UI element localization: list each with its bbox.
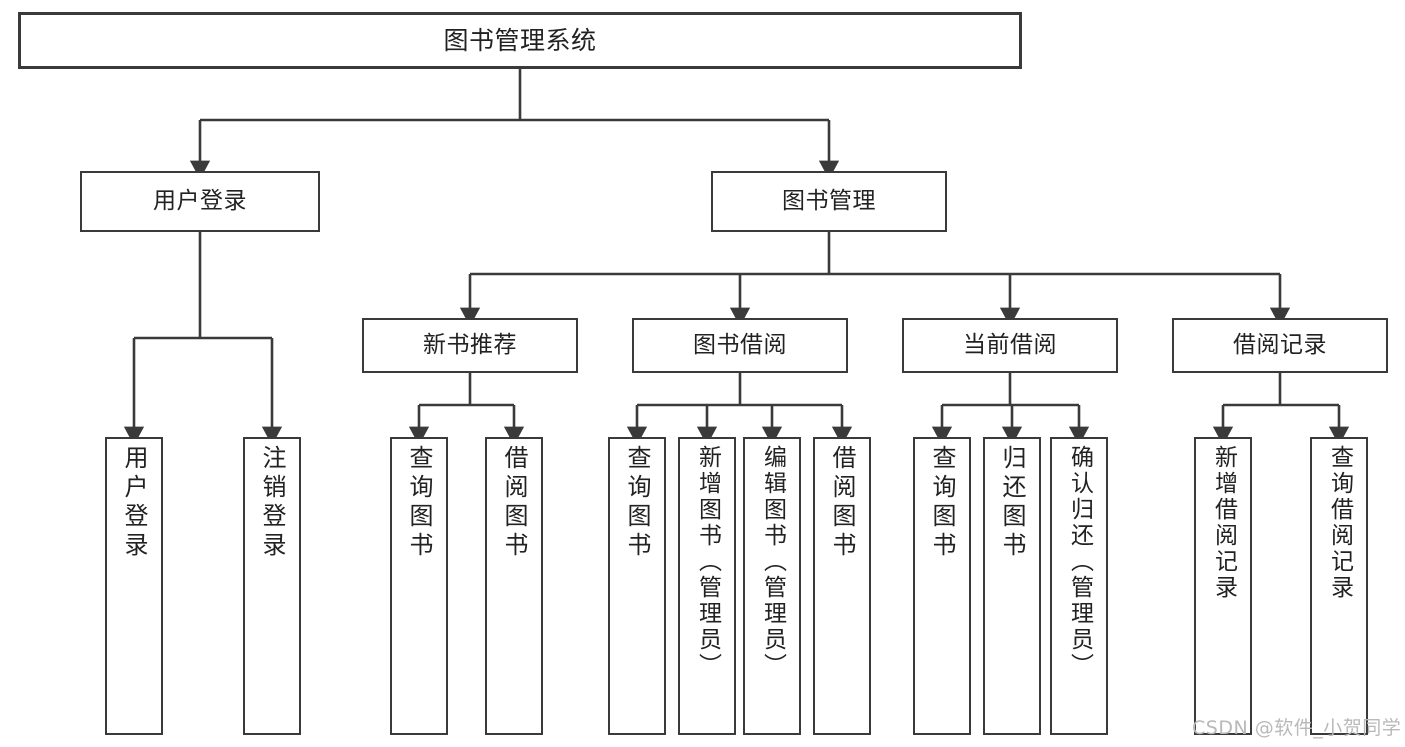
node-label: 注销登录 xyxy=(258,445,286,561)
node-leaf-user-login[interactable]: 用户登录 xyxy=(105,437,163,735)
node-label: 图书管理 xyxy=(782,187,876,214)
node-label: 图书借阅 xyxy=(693,331,787,358)
node-label: 当前借阅 xyxy=(963,331,1057,358)
node-leaf-add-record[interactable]: 新增借阅记录 xyxy=(1194,437,1252,735)
node-label: 新书推荐 xyxy=(423,331,517,358)
node-label: 用户登录 xyxy=(120,445,148,561)
node-book-borrow[interactable]: 图书借阅 xyxy=(632,318,848,373)
node-label: 新增图书（管理员） xyxy=(694,445,721,679)
node-label: 查询图书 xyxy=(928,445,956,561)
node-leaf-borrow-book-rec[interactable]: 借阅图书 xyxy=(485,437,543,735)
node-new-book-rec[interactable]: 新书推荐 xyxy=(362,318,578,373)
node-leaf-edit-book[interactable]: 编辑图书（管理员） xyxy=(743,437,801,735)
node-book-manage[interactable]: 图书管理 xyxy=(711,171,947,232)
node-label: 借阅图书 xyxy=(500,445,528,561)
node-leaf-query-record[interactable]: 查询借阅记录 xyxy=(1310,437,1368,735)
node-borrow-record[interactable]: 借阅记录 xyxy=(1172,318,1388,373)
node-label: 查询图书 xyxy=(623,445,651,561)
node-label: 借阅图书 xyxy=(828,445,856,561)
node-label: 确认归还（管理员） xyxy=(1066,445,1093,679)
node-root[interactable]: 图书管理系统 xyxy=(18,12,1022,69)
node-label: 归还图书 xyxy=(998,445,1026,561)
node-label: 用户登录 xyxy=(153,187,247,214)
node-leaf-query-book-rec[interactable]: 查询图书 xyxy=(390,437,448,735)
node-label: 查询借阅记录 xyxy=(1326,445,1353,601)
node-label: 编辑图书（管理员） xyxy=(759,445,786,679)
node-leaf-logout[interactable]: 注销登录 xyxy=(243,437,301,735)
node-label: 新增借阅记录 xyxy=(1210,445,1237,601)
node-label: 查询图书 xyxy=(405,445,433,561)
node-leaf-query-book-cb[interactable]: 查询图书 xyxy=(913,437,971,735)
node-user-login[interactable]: 用户登录 xyxy=(80,171,320,232)
node-leaf-return-book[interactable]: 归还图书 xyxy=(983,437,1041,735)
watermark-label: CSDN @软件_小贺同学 xyxy=(1192,717,1402,739)
node-label: 借阅记录 xyxy=(1233,331,1327,358)
node-leaf-confirm-return[interactable]: 确认归还（管理员） xyxy=(1050,437,1108,735)
node-label: 图书管理系统 xyxy=(443,25,597,55)
node-current-borrow[interactable]: 当前借阅 xyxy=(902,318,1118,373)
node-leaf-query-book-bb[interactable]: 查询图书 xyxy=(608,437,666,735)
node-leaf-borrow-book-bb[interactable]: 借阅图书 xyxy=(813,437,871,735)
node-leaf-add-book[interactable]: 新增图书（管理员） xyxy=(678,437,736,735)
